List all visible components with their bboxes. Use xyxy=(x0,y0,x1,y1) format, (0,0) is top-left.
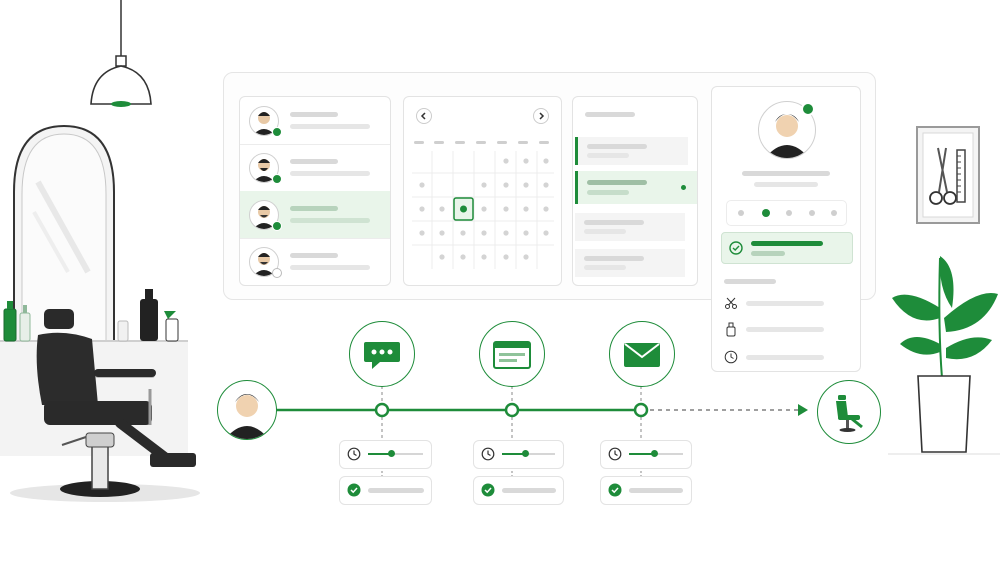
reminder-time-card xyxy=(473,440,564,469)
avatar xyxy=(249,106,279,136)
scissors-comb-icon xyxy=(916,126,980,224)
barber-row[interactable] xyxy=(240,238,390,285)
chevron-right-icon[interactable] xyxy=(533,108,549,124)
reminder-time-card xyxy=(600,440,692,469)
time-slot-selected[interactable] xyxy=(575,171,697,204)
barber-row[interactable] xyxy=(240,144,390,192)
barber-row-selected[interactable] xyxy=(240,191,390,239)
envelope-icon[interactable] xyxy=(609,321,675,387)
barber-row[interactable] xyxy=(240,97,390,145)
bottle-icon xyxy=(725,322,737,337)
status-online-dot xyxy=(801,102,815,116)
status-online-dot xyxy=(272,221,282,231)
product-bottles xyxy=(0,285,190,343)
clock-icon xyxy=(481,447,495,461)
clock-icon xyxy=(347,447,361,461)
calendar-window-icon[interactable] xyxy=(479,321,545,387)
pendant-lamp-icon xyxy=(85,0,157,112)
scissors-icon xyxy=(724,296,738,310)
confirmation-card xyxy=(473,476,564,505)
reminder-time-card xyxy=(339,440,432,469)
calendar-grid[interactable] xyxy=(404,133,561,283)
booking-summary-card xyxy=(711,86,861,372)
calendar-card xyxy=(403,96,562,286)
check-circle-icon xyxy=(347,483,361,497)
slider-handle[interactable] xyxy=(651,450,658,457)
status-online-dot xyxy=(272,174,282,184)
status-online-dot xyxy=(272,127,282,137)
time-slot[interactable] xyxy=(575,249,685,277)
check-circle-icon xyxy=(729,241,743,255)
customer-avatar xyxy=(217,380,277,440)
check-circle-icon xyxy=(608,483,622,497)
barber-list xyxy=(239,96,391,286)
barber-chair-icon xyxy=(817,380,881,444)
step-indicator xyxy=(726,200,847,226)
plant-icon xyxy=(888,248,1000,456)
check-circle-icon xyxy=(481,483,495,497)
status-offline-dot xyxy=(272,268,282,278)
chat-bubble-icon[interactable] xyxy=(349,321,415,387)
time-slot[interactable] xyxy=(575,213,685,241)
clock-icon xyxy=(608,447,622,461)
time-slots-card xyxy=(572,96,698,286)
confirmation-card xyxy=(600,476,692,505)
chevron-left-icon[interactable] xyxy=(416,108,432,124)
mirror-icon xyxy=(8,122,120,352)
barber-chair-icon xyxy=(0,305,205,505)
slider-handle[interactable] xyxy=(388,450,395,457)
slider-handle[interactable] xyxy=(522,450,529,457)
time-slot[interactable] xyxy=(575,137,688,165)
confirmation-card xyxy=(339,476,432,505)
confirmed-banner xyxy=(721,232,853,264)
clock-icon xyxy=(724,350,738,364)
